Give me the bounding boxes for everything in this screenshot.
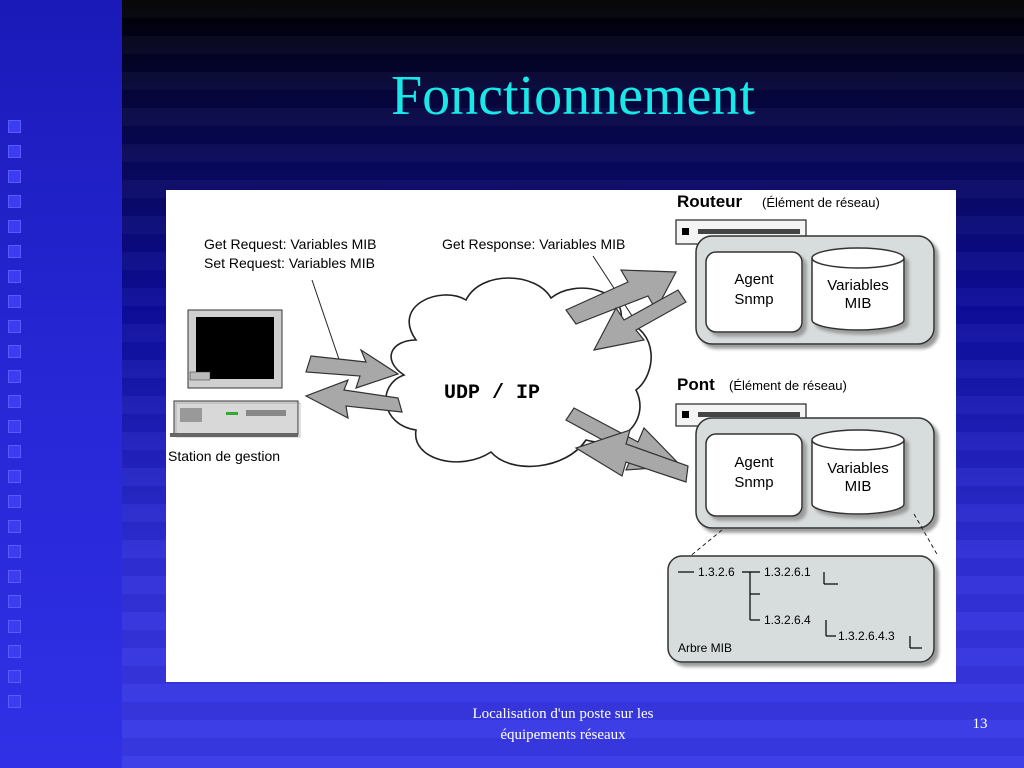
router-agent-box	[705, 251, 803, 333]
workstation-icon	[170, 309, 301, 438]
mib-node-3: 1.3.2.6.4	[764, 613, 811, 627]
footer-line-1: Localisation d'un poste sur les	[472, 706, 654, 722]
bridge-arrows	[565, 407, 689, 483]
station-label: Station de gestion	[168, 448, 280, 464]
page-number: 13	[972, 716, 988, 732]
slide-title: Fonctionnement	[391, 65, 755, 127]
router-vars-line2: MIB	[845, 295, 872, 312]
bridge-agent-line1: Agent	[734, 454, 774, 471]
router-role: (Élément de réseau)	[762, 195, 880, 210]
router-mib-cylinder	[811, 247, 905, 331]
slide-footer: Localisation d'un poste sur les équipeme…	[420, 704, 706, 746]
mib-node-2: 1.3.2.6.1	[764, 565, 811, 579]
router-name: Routeur	[677, 192, 743, 211]
decorative-squares	[8, 120, 30, 720]
mib-node-4: 1.3.2.6.4.3	[838, 629, 895, 643]
bridge-role: (Élément de réseau)	[729, 378, 847, 393]
request-pointer-line	[311, 279, 345, 375]
mib-tree-label: Arbre MIB	[678, 641, 732, 655]
bridge-mib-cylinder	[811, 429, 905, 515]
left-decorative-band	[0, 0, 122, 768]
router-agent-line1: Agent	[734, 271, 774, 288]
mib-connector-left	[687, 529, 723, 559]
bridge-vars-line1: Variables	[827, 460, 888, 477]
mib-node-1: 1.3.2.6	[698, 565, 735, 579]
request-arrows	[304, 348, 403, 420]
router-vars-line1: Variables	[827, 277, 888, 294]
snmp-diagram: UDP / IP Get Request: Variables MIB Set …	[166, 190, 956, 682]
bridge-vars-line2: MIB	[845, 478, 872, 495]
router-agent-line2: Snmp	[734, 291, 773, 308]
bridge-name: Pont	[677, 375, 715, 394]
mib-tree-lines	[678, 571, 922, 649]
router-arrows	[565, 269, 687, 351]
footer-line-2: équipements réseaux	[500, 727, 626, 743]
response-label: Get Response: Variables MIB	[442, 236, 625, 252]
bridge-agent-box	[705, 433, 803, 517]
request-label-get: Get Request: Variables MIB	[204, 236, 376, 252]
bridge-agent-line2: Snmp	[734, 474, 773, 491]
mib-tree-box	[667, 555, 935, 663]
mib-connector-right	[913, 513, 939, 557]
request-label-set: Set Request: Variables MIB	[204, 255, 375, 271]
cloud-label: UDP / IP	[444, 382, 540, 405]
